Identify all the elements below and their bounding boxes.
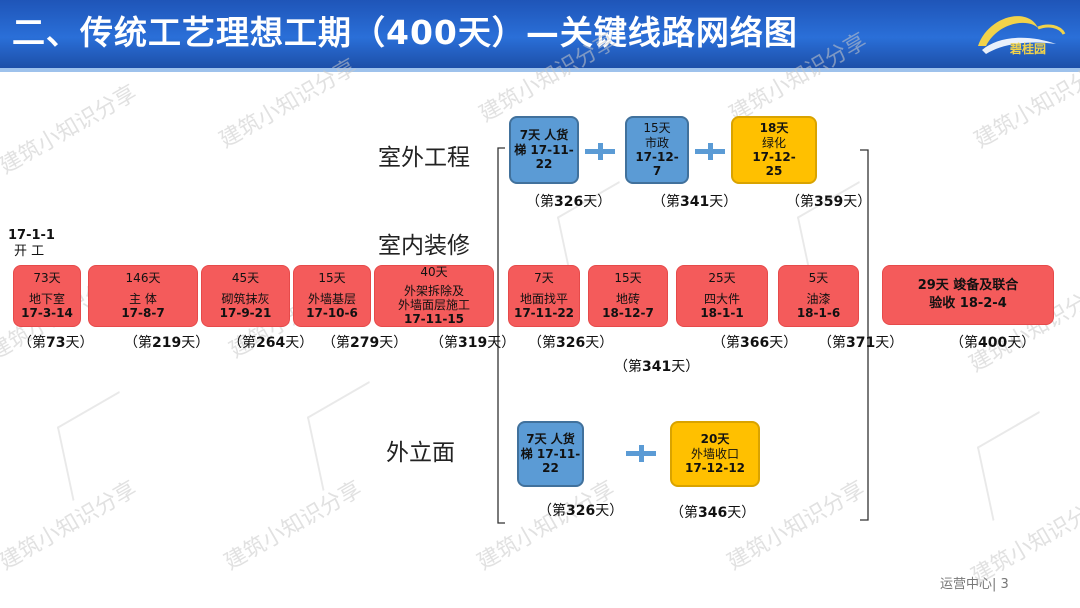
task-date: 17-10-6	[306, 306, 358, 321]
day-label: （第319天）	[430, 335, 516, 351]
day-label: （第73天）	[18, 335, 94, 351]
start-label: 开 工	[14, 244, 45, 260]
day-label: （第341天）	[614, 359, 700, 375]
task-date: 17-3-14	[21, 306, 73, 321]
day-label: （第326天）	[538, 503, 624, 519]
task-box-floor-tile: 15天 地砖 18-12-7	[588, 265, 668, 327]
task-name: 四大件	[703, 291, 740, 306]
day-label: （第366天）	[712, 335, 798, 351]
day-label: （第400天）	[950, 335, 1036, 351]
day-label: （第346天）	[670, 505, 756, 521]
task-line-3: 17-12-	[635, 150, 679, 164]
task-line-1: 18天	[759, 121, 789, 136]
task-box-masonry: 45天 砌筑抹灰 17-9-21	[201, 265, 290, 327]
footer-page-info: 运营中心| 3	[940, 577, 1009, 592]
start-marker: 17-1-1 开 工	[8, 228, 55, 261]
day-label: （第279天）	[322, 335, 408, 351]
task-name: 地下室	[28, 291, 65, 306]
task-duration: 5天	[808, 271, 829, 286]
task-name: 外墙基层	[307, 291, 356, 306]
task-box-hoist-facade: 7天 人货 梯 17-11- 22	[517, 421, 584, 487]
task-line-4: 25	[765, 164, 783, 179]
day-label: （第341天）	[652, 194, 738, 210]
logo-text: 碧桂园	[1010, 42, 1047, 56]
task-line-1: 29天 竣备及联合	[917, 278, 1019, 294]
task-line-2: 外墙收口	[690, 446, 739, 461]
page-title: 二、传统工艺理想工期（400天）—关键线路网络图	[12, 13, 798, 52]
task-line-2: 验收 18-2-4	[929, 296, 1007, 311]
section-label-outdoor: 室外工程	[378, 145, 470, 171]
day-label: （第264天）	[228, 335, 314, 351]
task-line-3: 22	[542, 461, 559, 476]
task-box-fixtures: 25天 四大件 18-1-1	[676, 265, 768, 327]
task-box-scaffold: 40天 外架拆除及 外墙面层施工 17-11-15	[374, 265, 494, 327]
task-box-hoist-outdoor: 7天 人货 梯 17-11- 22	[509, 116, 579, 184]
task-name: 主 体	[129, 291, 157, 306]
task-name: 地砖	[615, 291, 640, 306]
task-box-floor-level: 7天 地面找平 17-11-22	[508, 265, 580, 327]
task-date: 18-1-1	[700, 306, 744, 321]
task-date: 18-1-6	[796, 306, 841, 321]
task-duration: 45天	[231, 271, 260, 286]
day-label: （第219天）	[124, 335, 210, 351]
task-line-3: 22	[535, 157, 553, 172]
task-line-1: 7天 人货	[519, 128, 569, 143]
task-box-wall-finish: 20天 外墙收口 17-12-12	[670, 421, 760, 487]
task-duration: 7天	[534, 271, 554, 286]
header-bar: 二、传统工艺理想工期（400天）—关键线路网络图 碧桂园	[0, 0, 1080, 68]
day-label: （第371天）	[818, 335, 904, 351]
task-line-4: 7	[652, 164, 662, 179]
task-date: 17-11-15	[403, 312, 465, 327]
section-label-interior: 室内装修	[378, 233, 470, 259]
arrow-icon	[585, 143, 725, 462]
task-duration: 40天	[420, 265, 448, 280]
task-line-2: 市政	[644, 135, 669, 150]
task-line-2: 梯 17-11-	[520, 446, 581, 461]
task-box-paint: 5天 油漆 18-1-6	[778, 265, 859, 327]
task-line-2: 梯 17-11-	[514, 142, 574, 157]
task-line-1: 20天	[700, 432, 730, 447]
task-date: 17-11-22	[513, 306, 575, 321]
task-duration: 73天	[33, 271, 61, 286]
task-box-basement: 73天 地下室 17-3-14	[13, 265, 81, 327]
company-logo: 碧桂园	[968, 6, 1072, 60]
day-label: （第359天）	[786, 194, 872, 210]
task-box-wall-base: 15天 外墙基层 17-10-6	[293, 265, 371, 327]
task-line-3: 17-12-	[752, 150, 796, 164]
day-label: （第326天）	[526, 194, 612, 210]
task-name: 砌筑抹灰	[221, 291, 270, 306]
start-date: 17-1-1	[8, 228, 55, 243]
task-date: 17-9-21	[219, 306, 272, 321]
task-line-1: 7天 人货	[526, 432, 575, 447]
task-date: 18-12-7	[602, 306, 654, 321]
task-duration: 25天	[708, 271, 736, 286]
task-name: 外架拆除及	[403, 283, 464, 298]
task-box-municipal: 15天 市政 17-12- 7	[625, 116, 689, 184]
task-duration: 15天	[318, 271, 346, 286]
task-name: 地面找平	[519, 291, 568, 306]
task-name-2: 外墙面层施工	[397, 298, 470, 312]
task-line-1: 15天	[643, 121, 671, 136]
task-date: 17-8-7	[121, 306, 165, 321]
day-label: （第326天）	[528, 335, 614, 351]
section-label-facade: 外立面	[386, 440, 455, 466]
task-line-3: 17-12-12	[684, 461, 746, 476]
task-box-landscaping: 18天 绿化 17-12- 25	[731, 116, 817, 184]
task-name: 油漆	[806, 291, 831, 306]
task-box-structure: 146天 主 体 17-8-7	[88, 265, 198, 327]
task-duration: 15天	[614, 271, 642, 286]
header-stripe	[0, 68, 1080, 72]
task-line-2: 绿化	[761, 135, 786, 150]
logo-icon	[978, 16, 1066, 54]
task-box-acceptance: 29天 竣备及联合 验收 18-2-4	[882, 265, 1054, 325]
task-duration: 146天	[125, 271, 161, 286]
